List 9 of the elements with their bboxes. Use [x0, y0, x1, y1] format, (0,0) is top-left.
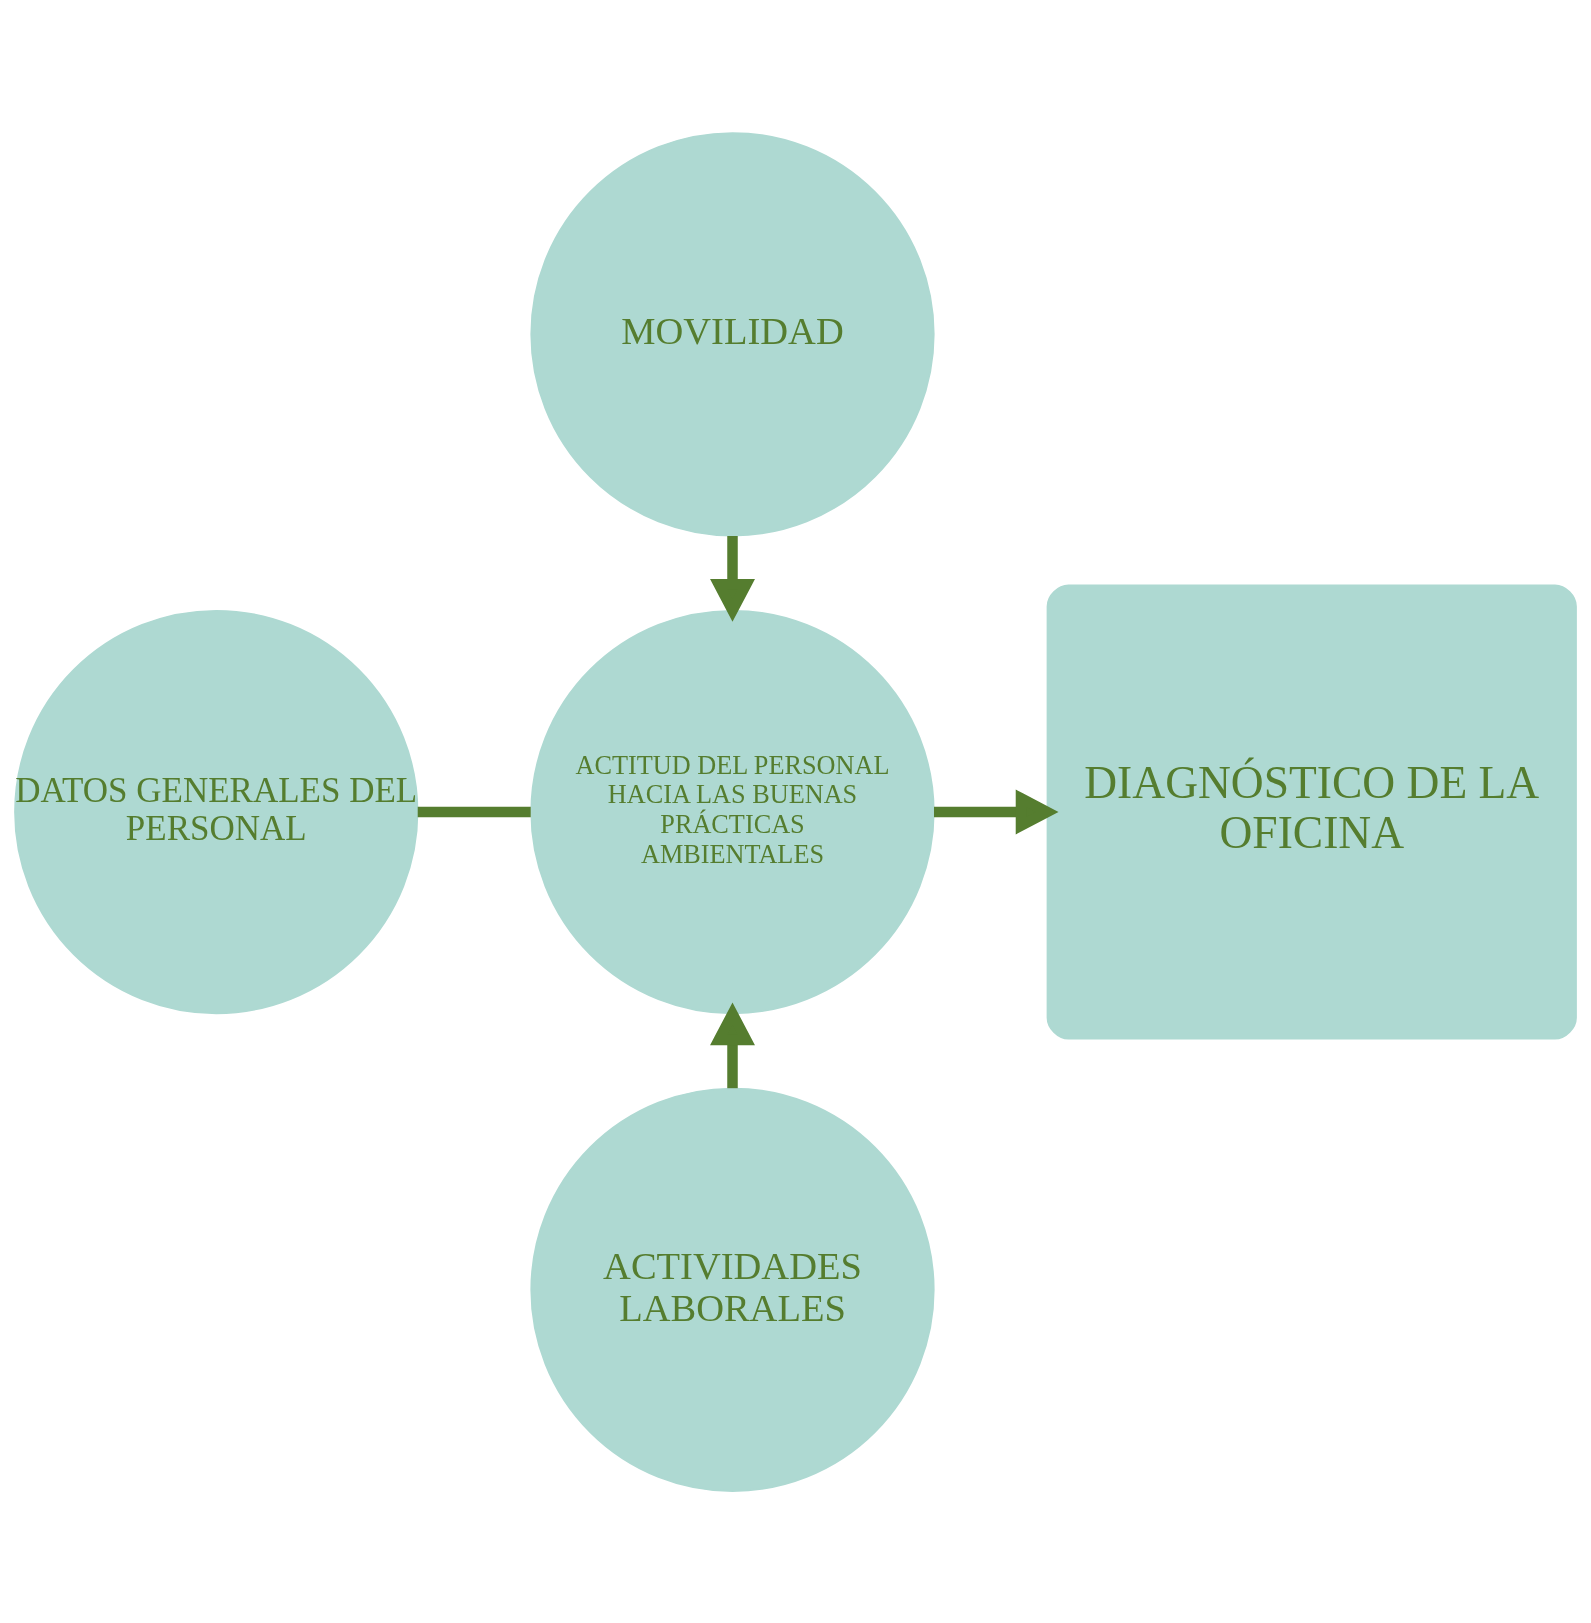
node-box: DIAGNÓSTICO DE LA OFICINA	[1046, 584, 1577, 1039]
arrow	[710, 535, 755, 622]
arrow	[934, 789, 1059, 834]
node-circle: DATOS GENERALES DEL PERSONAL	[14, 609, 419, 1014]
arrow	[710, 1001, 755, 1088]
node-circle: MOVILIDAD	[530, 131, 935, 536]
node-circle: ACTIVIDADES LABORALES	[530, 1087, 935, 1492]
connector	[417, 806, 531, 817]
node-circle: ACTITUD DEL PERSONAL HACIA LAS BUENAS PRÁCTICAS AMBIENTALES	[530, 609, 935, 1014]
